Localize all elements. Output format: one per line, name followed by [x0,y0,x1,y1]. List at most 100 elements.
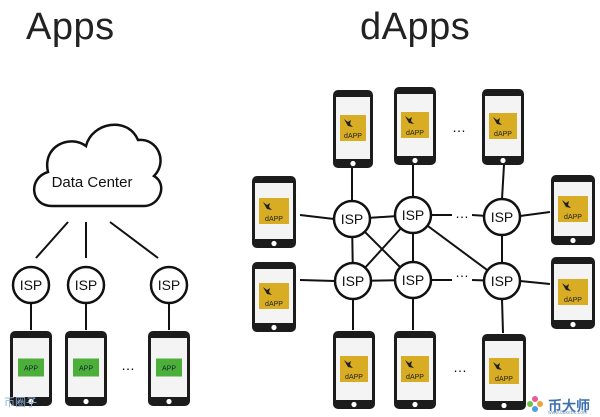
dapp-phone-bottom-1-dapp-label: dAPP [345,374,363,381]
isp-right-c: ISP [482,197,522,237]
link-f-bottom3 [501,298,504,334]
dapp-phone-right-2-home-button [570,321,576,328]
dapps-ellipsis-bottom: … [453,359,467,375]
isp-nodes: ISP ISP ISP ISP ISP ISP ISP ISP ISP [11,195,522,305]
isp-right-b: ISP [393,195,433,235]
link-left1-a [299,214,335,220]
dapp-phone-left-1: dAPP [252,176,296,248]
dapp-phone-right-2-dapp-icon [558,279,588,305]
dapp-phone-bottom-1-home-button [351,401,357,408]
phone-app-2-home-button [83,398,89,405]
isp-right-d-circle [333,261,373,301]
dapp-phone-top-2-home-button [412,157,418,164]
dapp-phone-left-2-dapp-label: dAPP [265,301,283,308]
isp-right-f-label: ISP [491,273,514,289]
dapp-phone-top-3: dAPP [482,89,524,165]
isp-left-1-circle [11,265,51,305]
link-top3-c [501,164,505,200]
dapp-phone-top-2-dapp-label: dAPP [406,130,424,137]
isp-right-d: ISP [333,261,373,301]
phone-app-3-app-label: APP [162,366,176,373]
dapps-ellipsis-mid1: … [455,205,469,221]
isp-right-c-label: ISP [491,209,514,225]
dapp-phone-left-2-dapp-glyph-icon [263,287,272,295]
flower-logo-icon [527,396,543,412]
phone-app-3: APP [148,331,190,406]
ellipses: …………… [121,119,469,375]
dapp-phone-top-3-dapp-icon [489,113,517,139]
isp-left-1-label: ISP [20,277,43,293]
apps-title: Apps [26,6,115,48]
dapp-phone-bottom-2: dAPP [394,331,436,409]
isp-left-1: ISP [11,265,51,305]
phone-app-3-home-button [166,398,172,405]
dapp-phone-top-2-dapp-icon [401,112,429,138]
dapp-phone-bottom-3-dapp-icon [489,358,519,384]
isp-right-e: ISP [393,260,433,300]
isp-right-e-circle [393,260,433,300]
dapp-phone-left-1-home-button [271,240,277,247]
dapp-phone-right-1-home-button [570,237,576,244]
dapp-phone-bottom-3-home-button [501,402,507,409]
dapp-phone-top-1-dapp-glyph-icon [344,119,353,127]
dapp-phone-right-1-dapp-label: dAPP [564,214,582,221]
isp-right-b-label: ISP [402,207,425,223]
dapp-phone-bottom-2-dapp-icon [401,356,429,382]
dapp-phone-top-3-dapp-label: dAPP [494,131,512,138]
dapp-phone-left-2-home-button [271,324,277,331]
isp-right-b-circle [393,195,433,235]
isp-left-2-label: ISP [75,277,98,293]
dapp-phone-bottom-3-dapp-glyph-icon [493,362,502,370]
dapp-phone-bottom-3-dapp-label: dAPP [495,376,513,383]
dapp-phone-left-2-dapp-icon [259,283,289,309]
cloud-isp3-line [109,221,159,259]
isp-right-a-circle [332,199,372,239]
phone-app-1-app-label: APP [24,366,38,373]
phone-app-1-app-icon [18,358,44,377]
dapp-phone-right-2-dapp-glyph-icon [562,283,571,291]
dapp-phone-top-2: dAPP [394,87,436,165]
dapp-phone-left-1-dapp-icon [259,198,289,224]
watermark-url: www.88kebo.com [548,410,588,416]
phone-app-3-app-icon [156,358,182,377]
dapp-phone-bottom-1: dAPP [333,331,375,409]
apps-ellipsis: … [121,357,135,373]
dapp-phone-right-1-dapp-icon [558,196,588,222]
dapp-phone-right-2-dapp-label: dAPP [564,297,582,304]
isp-right-a-label: ISP [341,211,364,227]
dapp-phone-left-1-dapp-label: dAPP [265,216,283,223]
isp-left-2-circle [66,265,106,305]
data-center-cloud: Data Center [32,123,163,208]
dapp-phone-bottom-3: dAPP [482,334,526,410]
dapp-phone-top-1-dapp-label: dAPP [344,133,362,140]
phone-app-2-app-label: APP [79,366,93,373]
watermark-right: 币大师 [548,399,590,415]
dapp-phone-top-2-dapp-glyph-icon [405,116,414,124]
dapp-phone-bottom-1-dapp-glyph-icon [344,360,353,368]
isp-left-3: ISP [149,265,189,305]
link-c-right1 [519,211,551,217]
phones: APP APP APP dAPP dAPP dAPP dAPP dAPP dAPP dAPP dAP… [10,87,595,410]
dapp-phone-bottom-2-dapp-glyph-icon [405,360,414,368]
phone-app-2: APP [65,331,107,406]
isp-right-d-label: ISP [342,273,365,289]
link-left2-d [299,279,336,282]
dapp-phone-left-2: dAPP [252,262,296,332]
dapp-phone-right-2: dAPP [551,257,595,329]
dapp-phone-top-3-dapp-glyph-icon [493,117,502,125]
dapp-phone-bottom-1-dapp-icon [340,356,368,382]
dapp-phone-left-1-dapp-glyph-icon [263,202,272,210]
dapp-phone-right-1: dAPP [551,175,595,245]
dapps-ellipsis-mid2: … [455,264,469,280]
dapp-phone-top-1-home-button [350,160,356,167]
phone-app-2-app-icon [73,358,99,377]
isp-right-f-circle [482,261,522,301]
isp-right-a: ISP [332,199,372,239]
isp-right-f: ISP [482,261,522,301]
dapp-phone-right-1-dapp-glyph-icon [562,200,571,208]
isp-left-3-circle [149,265,189,305]
isp-right-e-label: ISP [402,272,425,288]
dapp-phone-top-3-home-button [500,157,506,164]
link-f-right2 [519,280,551,285]
